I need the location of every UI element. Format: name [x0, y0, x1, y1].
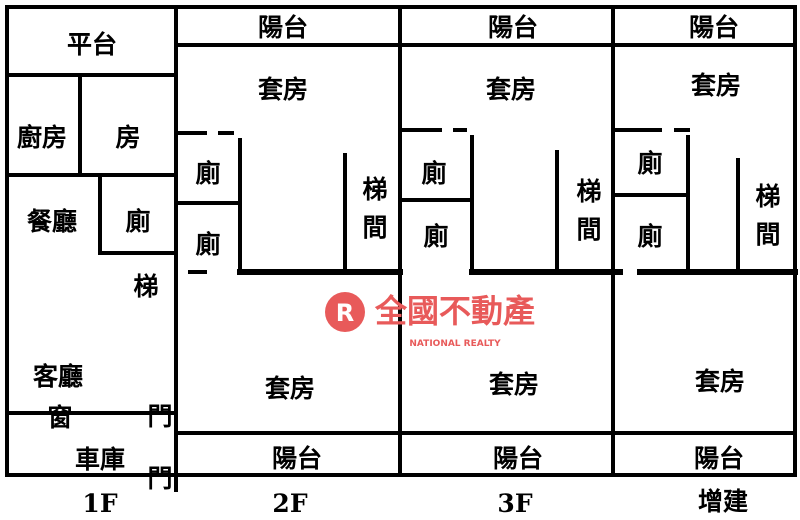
garage-door-label: 門	[147, 464, 172, 493]
living-room-label: 客廳	[33, 362, 83, 391]
balcony-bottom-ext: 陽台	[694, 444, 744, 473]
suite-bottom-ext: 套房	[694, 367, 745, 396]
toilet-1-ext: 廁	[637, 149, 662, 178]
dining-label: 餐廳	[27, 207, 77, 236]
suite-top-3f: 套房	[485, 75, 536, 104]
kitchen-label: 廚房	[17, 123, 67, 152]
door-label: 門	[147, 402, 172, 431]
suite-top-ext: 套房	[690, 71, 741, 100]
floor-label-3f: 3F	[497, 489, 532, 518]
toilet-label: 廁	[125, 207, 150, 236]
stairs-2f: 梯間	[362, 175, 387, 242]
watermark: R 全國不動產 NATIONAL REALTY	[325, 292, 535, 349]
floor-label-1f: 1F	[82, 489, 117, 518]
watermark-subtitle: NATIONAL REALTY	[409, 339, 501, 349]
balcony-bottom-2f: 陽台	[272, 444, 322, 473]
suite-top-2f: 套房	[257, 75, 308, 104]
walls	[5, 5, 798, 492]
toilet-2-3f: 廁	[423, 222, 448, 251]
window-label: 窗	[47, 403, 72, 432]
room-label: 房	[115, 123, 140, 152]
balcony-top-3f: 陽台	[488, 13, 538, 42]
stairs-3f: 梯間	[576, 177, 601, 244]
stairs-char: 間	[755, 220, 780, 249]
platform-label: 平台	[67, 30, 117, 59]
stairs-char: 間	[362, 213, 387, 242]
toilet-1-2f: 廁	[195, 159, 220, 188]
watermark-logo-icon	[325, 292, 365, 332]
balcony-top-ext: 陽台	[689, 13, 739, 42]
toilet-1-3f: 廁	[421, 159, 446, 188]
stairs-char: 間	[576, 215, 601, 244]
balcony-top-2f: 陽台	[258, 13, 308, 42]
suite-bottom-2f: 套房	[264, 374, 315, 403]
stairs-label: 梯	[133, 272, 158, 301]
toilet-2-ext: 廁	[637, 222, 662, 251]
stairs-ext: 梯間	[755, 182, 780, 249]
floor-label-ext: 增建	[698, 487, 748, 516]
garage-label: 車庫	[75, 445, 125, 474]
watermark-logo-letter: R	[336, 299, 354, 327]
balcony-bottom-3f: 陽台	[493, 444, 543, 473]
watermark-name: 全國不動產	[374, 292, 535, 330]
floor-label-2f: 2F	[272, 489, 307, 518]
suite-bottom-3f: 套房	[488, 370, 539, 399]
toilet-2-2f: 廁	[195, 230, 220, 259]
